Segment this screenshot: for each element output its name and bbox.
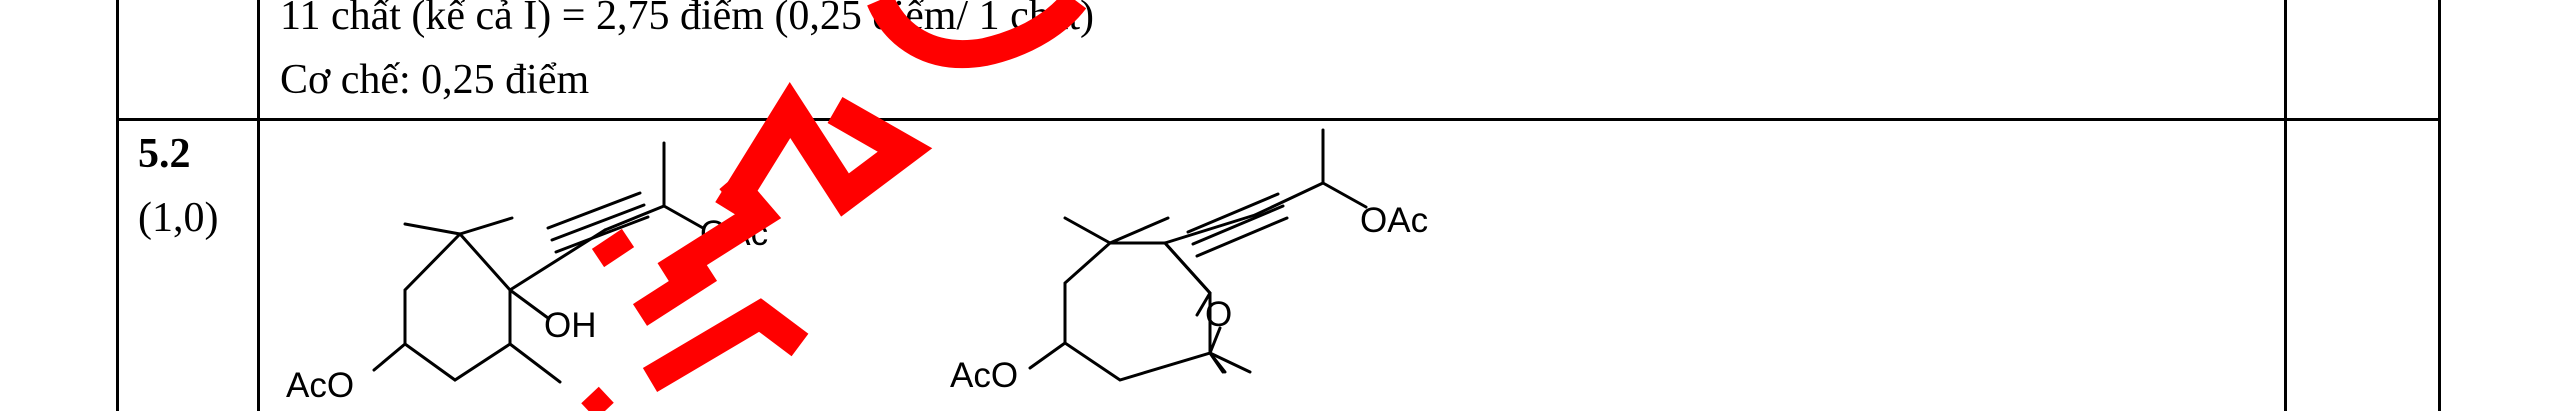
table-divider-col1 xyxy=(257,0,260,411)
structure-a-aco-label: AcO xyxy=(286,366,354,405)
question-points: (1,0) xyxy=(138,195,219,241)
table-divider-col2 xyxy=(2284,0,2287,411)
structure-a-oh-label: OH xyxy=(544,306,597,345)
structure-b-aco-label: AcO xyxy=(950,356,1018,395)
table-border-left xyxy=(116,0,119,411)
structure-a-oac-label: OAc xyxy=(700,214,768,253)
table-row-divider xyxy=(116,118,2441,121)
table-border-right xyxy=(2438,0,2441,411)
structure-a-bonds xyxy=(372,141,705,384)
structure-b-bonds xyxy=(1028,128,1368,382)
structure-b-oac-label: OAc xyxy=(1360,201,1428,240)
mechanism-score-line: Cơ chế: 0,25 điểm xyxy=(280,57,590,103)
question-number: 5.2 xyxy=(138,131,191,177)
structure-b-epoxide-o-label: O xyxy=(1205,295,1232,334)
